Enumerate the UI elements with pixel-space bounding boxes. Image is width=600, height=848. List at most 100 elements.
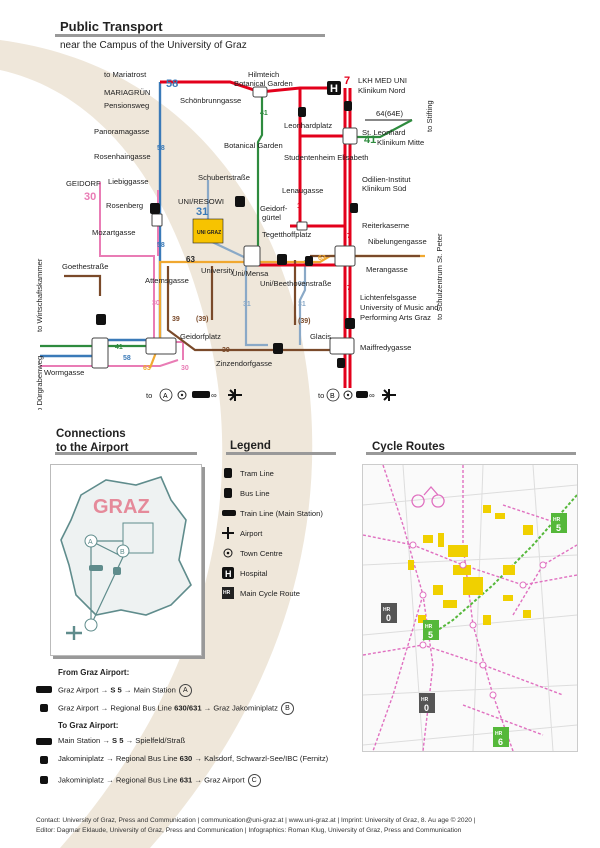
stop-line-64: 64(64E) <box>376 109 403 118</box>
cycle-title: Cycle Routes <box>372 441 445 453</box>
stop-wormgasse: Wormgasse <box>44 368 84 377</box>
stop-reiterkaserne: Reiterkaserne <box>362 221 409 230</box>
stop-uni-resowi: UNI/RESOWI <box>178 197 224 206</box>
cycle-title-bar <box>366 452 576 455</box>
stop-labels: to Mariatrost MARIAGRÜN Pensionsweg Pano… <box>35 70 444 410</box>
page-title: Public Transport <box>60 19 163 34</box>
line-7-c-badge: 7 <box>347 285 351 292</box>
stop-to-mariatrost: to Mariatrost <box>104 70 147 79</box>
stop-klinikum-mitte: Klinikum Mitte <box>377 138 424 147</box>
route-from-2: Graz Airport → Regional Bus Line 630/631… <box>58 702 294 715</box>
stop-geidorfguertel-1: Geidorf- <box>260 204 288 213</box>
line-58-c-badge: 58 <box>157 145 165 152</box>
city-name: GRAZ <box>93 496 150 518</box>
stop-mozartgasse: Mozartgasse <box>92 228 135 237</box>
circle-b-icon <box>326 388 340 402</box>
stop-lkh-med-uni: LKH MED UNI <box>358 76 407 85</box>
stop-studentenheim: Studentenheim Elisabeth <box>284 153 368 162</box>
svg-text:A: A <box>88 539 93 546</box>
bus-icon <box>40 756 48 764</box>
svg-text:HR: HR <box>553 517 561 523</box>
line-31-badge: 31 <box>196 206 208 218</box>
line-number-labels: 58 7 41 30 31 63 39 (39) 31 41 58 63 30 … <box>84 75 376 372</box>
line-31-c-badge: 31 <box>298 301 306 308</box>
stop-tegetthoffplatz: Tegetthoffplatz <box>262 230 311 239</box>
train-icon <box>356 391 368 398</box>
town-centre-icon <box>177 390 187 400</box>
cycle-route-badge-5-mid: HR 5 <box>423 620 439 640</box>
line-39-paren-badge: (39) <box>196 316 208 323</box>
stop-mariagruen: MARIAGRÜN <box>104 88 150 97</box>
legend-title-bar <box>226 452 336 455</box>
svg-text:HR: HR <box>421 697 429 703</box>
tram-icon <box>224 468 232 478</box>
svg-text:H: H <box>225 569 232 579</box>
connector-right: to B ∞ <box>318 388 396 402</box>
line-58-badge: 58 <box>166 78 178 90</box>
line-1-badge: 1 <box>297 203 301 210</box>
stop-zinzendorfgasse: Zinzendorfgasse <box>216 359 272 368</box>
line-41-c-badge: 41 <box>260 110 268 117</box>
stop-lenaugasse: Lenaugasse <box>282 186 323 195</box>
cycle-nodes <box>409 541 547 699</box>
hospital-icon: H <box>327 81 341 95</box>
svg-text:0: 0 <box>424 703 429 713</box>
airport-circle-c <box>84 618 98 632</box>
stop-goethestrasse: Goethestraße <box>62 262 108 271</box>
title-underline <box>55 34 325 37</box>
infinity-icon: ∞ <box>369 391 375 400</box>
hospital-icon: H <box>222 567 234 579</box>
svg-text:B: B <box>120 549 125 556</box>
line-7-b-badge: 7 <box>347 233 351 240</box>
stop-uni-beethovenstrasse: Uni/Beethovenstraße <box>260 279 331 288</box>
airport-plane-icon <box>66 626 82 640</box>
airport-icon <box>228 389 242 401</box>
airport-bus-icon <box>113 567 121 575</box>
stop-rosenberg: Rosenberg <box>106 201 143 210</box>
stop-panoramagasse: Panoramagasse <box>94 127 149 136</box>
stop-attemsgasse: Attemsgasse <box>145 276 189 285</box>
cycle-route-icon: HR <box>222 587 234 599</box>
svg-text:5: 5 <box>556 523 561 533</box>
bus-icon <box>96 196 355 354</box>
line-41-b-badge: 41 <box>115 344 123 351</box>
line-31-b-badge: 31 <box>243 301 251 308</box>
line-39-d-badge: (39) <box>298 318 310 325</box>
stop-geidorfguertel-2: gürtel <box>262 213 281 222</box>
svg-text:5: 5 <box>428 630 433 640</box>
stop-st-leonhard: St. Leonhard <box>362 128 406 137</box>
airport-icon <box>222 527 234 539</box>
cycle-map: HR 5 HR 0 HR 5 HR 0 HR 6 <box>362 464 578 752</box>
stop-klinikum-nord: Klinikum Nord <box>358 86 405 95</box>
connector-left: to A ∞ <box>146 388 242 402</box>
airport-icon <box>382 389 396 401</box>
stop-to-duergrabenweg: to Dürgrabenweg <box>35 356 44 410</box>
stop-to-schulzentrum: to Schulzentrum St. Peter <box>435 233 444 320</box>
airport-circle-a <box>84 534 98 548</box>
svg-text:HR: HR <box>383 607 391 613</box>
svg-text:A: A <box>163 393 168 400</box>
cycle-route-badge-5-top: HR 5 <box>551 513 567 533</box>
line-63-badge: 63 <box>186 255 195 264</box>
stop-maiffredygasse: Maiffredygasse <box>360 343 411 352</box>
from-airport-heading: From Graz Airport: <box>58 668 130 677</box>
bicycle-icon <box>411 486 445 508</box>
uni-graz-logo: UNI GRAZ <box>192 218 224 244</box>
line-30-b-badge: 30 <box>181 365 189 372</box>
airport-map: GRAZ A B <box>50 464 202 656</box>
airport-title-2: to the Airport <box>56 442 129 454</box>
town-centre-icon <box>223 548 233 558</box>
stop-schubertstrasse: Schubertstraße <box>198 173 250 182</box>
airport-circle-b <box>116 544 130 558</box>
line-31-d-badge: 31 <box>298 281 306 288</box>
line-30-badge: 30 <box>84 191 96 203</box>
page-subtitle: near the Campus of the University of Gra… <box>60 40 247 51</box>
stop-to-wirtschaftskammer: to Wirtschaftskammer <box>35 258 44 332</box>
bus-icon <box>40 704 48 712</box>
stop-merangasse: Merangasse <box>366 265 408 274</box>
svg-text:B: B <box>330 393 335 400</box>
cycle-route-badge-6: HR 6 <box>493 727 509 747</box>
stop-rosenhaingasse: Rosenhaingasse <box>94 152 151 161</box>
train-icon <box>192 391 210 398</box>
